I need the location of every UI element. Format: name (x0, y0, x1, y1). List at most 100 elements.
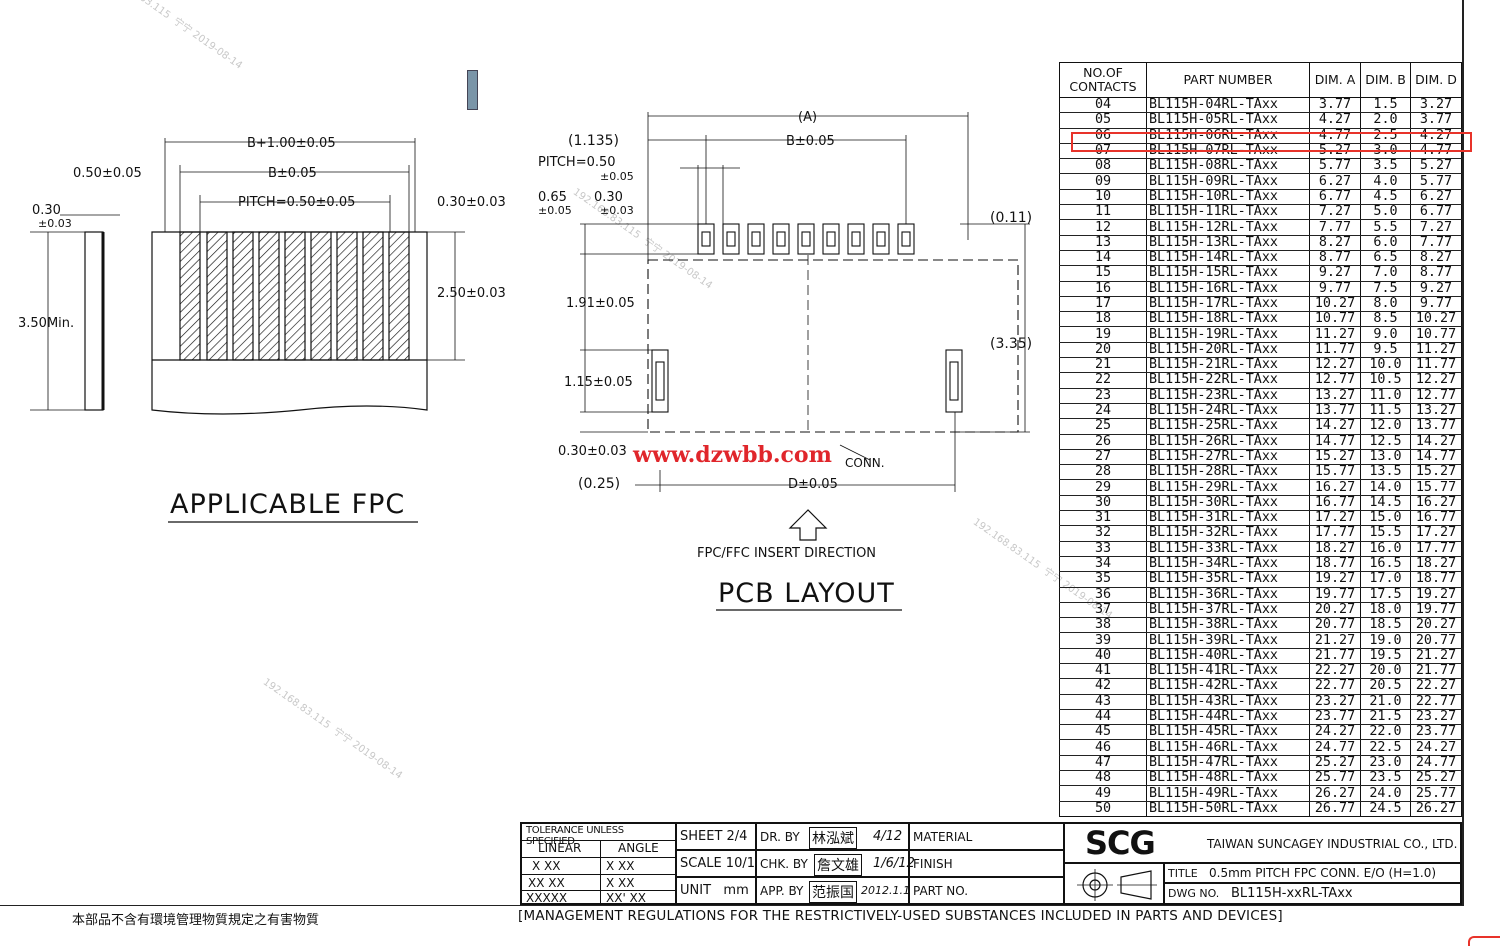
company-name: TAIWAN SUNCAGEY INDUSTRIAL CO., LTD. (1207, 837, 1458, 851)
app-by-cell: APP. BY 范振国 2012.1.1 (756, 877, 910, 904)
dim-b-cell: 18.0 (1360, 602, 1411, 619)
title-value: 0.5mm PITCH FPC CONN. E/O (H=1.0) (1209, 866, 1437, 880)
dim-d-cell: 16.77 (1410, 510, 1462, 527)
dim-d-cell: 25.27 (1410, 770, 1462, 787)
dim-a-cell: 12.77 (1309, 372, 1361, 389)
pcb-pads (697, 223, 915, 255)
contacts-cell: 22 (1059, 372, 1147, 389)
pcb-dim-191: 1.91±0.05 (566, 296, 635, 311)
finish-cell: FINISH (909, 850, 1064, 877)
contacts-cell: 09 (1059, 173, 1147, 190)
contacts-cell: 38 (1059, 617, 1147, 634)
dim-d-cell: 21.77 (1410, 663, 1462, 680)
fpc-dim-length: 3.50Min. (18, 316, 74, 331)
dim-d-cell: 21.27 (1410, 648, 1462, 664)
part-number-cell: BL115H-47RL-TAxx (1146, 755, 1310, 772)
dim-a-cell: 5.77 (1309, 158, 1361, 175)
fpc-dim-pitch: PITCH=0.50±0.05 (238, 195, 355, 210)
contacts-cell: 15 (1059, 265, 1147, 282)
contacts-cell: 08 (1059, 158, 1147, 175)
dim-d-cell: 24.27 (1410, 739, 1462, 756)
dim-a-cell: 25.77 (1309, 770, 1361, 787)
dimension-table: NO.OF CONTACTS PART NUMBER DIM. A DIM. B… (1059, 62, 1462, 817)
dim-d-cell: 23.27 (1410, 709, 1462, 726)
fpc-dim-thick-bot: ±0.03 (38, 217, 72, 230)
contacts-cell: 27 (1059, 449, 1147, 466)
dim-a-cell: 12.27 (1309, 357, 1361, 374)
dim-d-cell: 12.77 (1410, 388, 1462, 404)
pcb-dim-030-tol: ±0.03 (600, 204, 634, 217)
dim-a-cell: 26.77 (1309, 801, 1361, 817)
dim-d-cell: 15.27 (1410, 464, 1462, 481)
company-logo: SCG (1085, 824, 1156, 862)
dim-b-cell: 14.0 (1360, 479, 1411, 496)
dim-a-cell: 13.27 (1309, 388, 1361, 404)
dim-d-cell: 9.27 (1410, 281, 1462, 297)
finish-label: FINISH (913, 857, 953, 871)
fpc-dim-half: 0.50±0.05 (73, 166, 142, 181)
dim-b-cell: 24.0 (1360, 785, 1411, 802)
dim-a-cell: 23.77 (1309, 709, 1361, 726)
dim-a-cell: 20.77 (1309, 617, 1361, 634)
header-contacts: NO.OF CONTACTS (1059, 62, 1147, 98)
contacts-cell: 45 (1059, 724, 1147, 741)
dim-b-cell: 5.5 (1360, 219, 1411, 236)
dim-a-cell: 6.77 (1309, 189, 1361, 206)
chk-signature: 詹文雄 (814, 854, 862, 876)
dim-d-cell: 18.77 (1410, 571, 1462, 588)
dim-b-cell: 10.5 (1360, 372, 1411, 389)
dim-a-cell: 21.77 (1309, 648, 1361, 664)
sheet-cell: SHEET 2/4 (676, 823, 756, 850)
header-dim-d: DIM. D (1410, 62, 1462, 98)
contacts-cell: 19 (1059, 326, 1147, 343)
fpc-drawing (30, 138, 465, 415)
dim-b-cell: 15.5 (1360, 525, 1411, 542)
dim-d-cell: 9.77 (1410, 296, 1462, 313)
dim-b-cell: 13.0 (1360, 449, 1411, 466)
dim-b-cell: 9.0 (1360, 326, 1411, 343)
contacts-cell: 25 (1059, 418, 1147, 435)
dim-d-cell: 17.77 (1410, 541, 1462, 557)
dim-d-cell: 18.27 (1410, 556, 1462, 573)
dim-b-cell: 20.0 (1360, 663, 1411, 680)
dim-a-cell: 23.27 (1309, 694, 1361, 710)
dim-b-cell: 4.0 (1360, 173, 1411, 190)
dim-a-cell: 15.27 (1309, 449, 1361, 466)
pcb-dim-1135: (1.135) (568, 133, 619, 149)
contacts-cell: 32 (1059, 525, 1147, 542)
part-number-cell: BL115H-10RL-TAxx (1146, 189, 1310, 206)
dim-d-cell: 3.27 (1410, 97, 1462, 114)
part-number-cell: BL115H-35RL-TAxx (1146, 571, 1310, 588)
dim-a-cell: 10.27 (1309, 296, 1361, 313)
dim-d-cell: 22.27 (1410, 678, 1462, 695)
contacts-cell: 46 (1059, 739, 1147, 756)
part-number-cell: BL115H-41RL-TAxx (1146, 663, 1310, 680)
part-number-cell: BL115H-19RL-TAxx (1146, 326, 1310, 343)
contacts-cell: 26 (1059, 434, 1147, 450)
contacts-cell: 42 (1059, 678, 1147, 695)
dim-d-cell: 16.27 (1410, 495, 1462, 512)
dim-a-cell: 19.77 (1309, 587, 1361, 603)
chk-by-cell: CHK. BY 詹文雄 1/6/12 (756, 850, 915, 877)
dim-a-cell: 18.27 (1309, 541, 1361, 557)
contacts-cell: 29 (1059, 479, 1147, 496)
dim-a-cell: 22.77 (1309, 678, 1361, 695)
dim-d-cell: 14.77 (1410, 449, 1462, 466)
contacts-cell: 35 (1059, 571, 1147, 588)
dim-a-cell: 16.77 (1309, 495, 1361, 512)
material-label: MATERIAL (913, 830, 973, 844)
contacts-cell: 12 (1059, 219, 1147, 236)
contacts-cell: 24 (1059, 403, 1147, 420)
dim-b-cell: 19.0 (1360, 632, 1411, 649)
